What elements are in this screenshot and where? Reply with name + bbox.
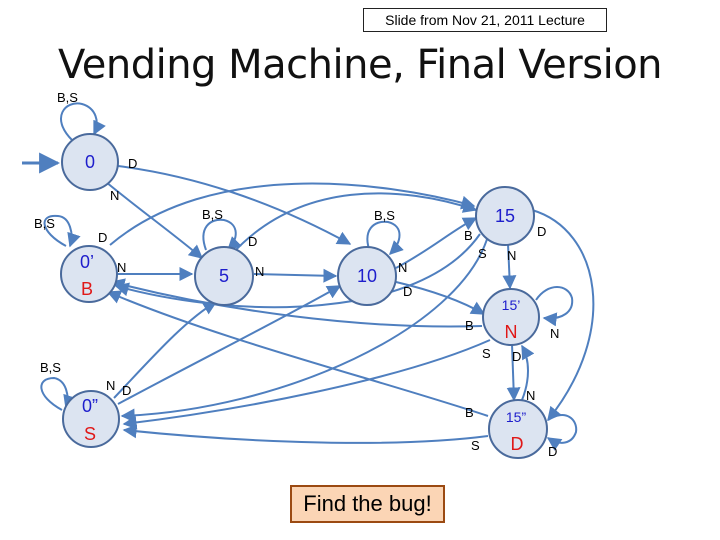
state-label-15pp: 15”	[506, 409, 527, 425]
edge-label-s0-N: N	[110, 188, 119, 203]
state-0-node	[61, 133, 119, 191]
edge-label-s0pp-D: D	[122, 383, 131, 398]
state-label-5: 5	[219, 266, 229, 286]
loop-edge-15p	[535, 286, 574, 327]
edge-label-s0p-N: N	[117, 260, 126, 275]
edge-label-s10-N: N	[398, 260, 407, 275]
loop-edge-0pp	[40, 376, 77, 411]
edge-label-s15pp-N: N	[526, 388, 535, 403]
edge-10-to-15p	[395, 281, 486, 315]
slide-title: Vending Machine, Final Version	[57, 42, 663, 88]
edge-label-s15p-S: S	[482, 346, 491, 361]
edge-label-s15-S: S	[478, 246, 487, 261]
edge-15-to-15pp	[531, 209, 595, 422]
edge-0p-to-15	[109, 182, 476, 246]
find-bug-callout: Find the bug!	[290, 485, 445, 523]
edge-label-s5-D: D	[248, 234, 257, 249]
edge-label-s15pp-S: S	[471, 438, 480, 453]
edge-label-s15p-B: B	[465, 318, 474, 333]
source-note: Slide from Nov 21, 2011 Lecture	[363, 8, 607, 32]
edge-label-s0pp-N: N	[106, 378, 115, 393]
loop-edge-0	[60, 102, 106, 141]
edge-15p-to-0pp	[122, 339, 491, 430]
edge-0pp-to-10	[117, 285, 342, 405]
state-label-15: 15	[495, 206, 515, 226]
state-0p-node	[60, 245, 118, 303]
edge-label-s0-D: D	[128, 156, 137, 171]
edge-label-loop-0pp: B,S	[40, 360, 61, 375]
edge-label-s15pp-B: B	[465, 405, 474, 420]
state-output-0p: B	[81, 279, 93, 299]
edge-15p-to-0p	[110, 278, 483, 328]
state-output-15pp: D	[511, 434, 524, 454]
edge-15p-to-15pp	[506, 343, 521, 402]
edge-label-loop-0: B,S	[57, 90, 78, 105]
state-15pp-node	[488, 399, 548, 459]
edge-label-s5-N: N	[255, 264, 264, 279]
edge-label-loop-15p: N	[550, 326, 559, 341]
edge-0-to-5	[105, 181, 204, 259]
edge-label-s15-N: N	[507, 248, 516, 263]
state-15-node	[475, 186, 535, 246]
edge-label-loop-10: B,S	[374, 208, 395, 223]
edge-0-to-10	[117, 165, 352, 245]
edge-label-s15-B: B	[464, 228, 473, 243]
state-label-0: 0	[85, 152, 95, 172]
edge-label-s0p-D: D	[98, 230, 107, 245]
edge-0pp-to-5	[113, 301, 218, 399]
edge-15-to-0p	[114, 233, 481, 309]
loop-edge-10	[366, 220, 404, 255]
edge-15-to-0pp	[120, 235, 489, 423]
state-label-0pp: 0”	[82, 396, 98, 416]
loop-edge-0p	[43, 214, 81, 248]
state-label-0p: 0’	[80, 252, 94, 272]
edge-5-to-10	[253, 268, 338, 283]
edge-15-to-15p	[502, 243, 517, 290]
edge-15pp-to-0pp	[122, 424, 489, 444]
state-0pp-node	[62, 390, 120, 448]
edge-15pp-to-15p	[521, 344, 535, 401]
loop-edge-5	[202, 218, 242, 251]
edge-label-loop-15pp: D	[548, 444, 557, 459]
edge-10-to-15	[395, 217, 478, 269]
state-label-10: 10	[357, 266, 377, 286]
edge-label-s15-D: D	[537, 224, 546, 239]
loop-edge-15pp	[546, 414, 578, 451]
edge-label-s10-D: D	[403, 284, 412, 299]
state-output-0pp: S	[84, 424, 96, 444]
state-10-node	[337, 246, 397, 306]
edge-15pp-to-0p	[106, 290, 489, 417]
state-output-15p: N	[505, 322, 518, 342]
edge-label-s15p-D: D	[512, 349, 521, 364]
state-5-node	[194, 246, 254, 306]
edge-label-loop-5: B,S	[202, 207, 223, 222]
edge-5-to-15	[231, 192, 478, 255]
state-label-15p: 15’	[502, 297, 521, 313]
edge-label-loop-0p: B,S	[34, 216, 55, 231]
state-15p-node	[482, 288, 540, 346]
